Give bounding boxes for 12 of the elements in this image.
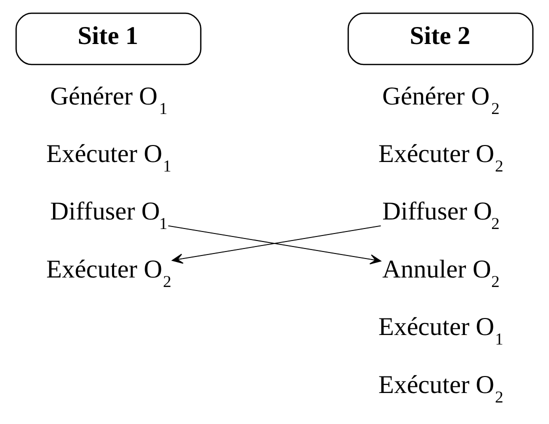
label: Exécuter O$_{1}$ [378, 312, 504, 349]
node-box: Site 1 [15, 12, 202, 66]
label: Exécuter O$_{2}$ [378, 138, 504, 176]
label: Exécuter O$_{2}$ [378, 370, 504, 406]
node-text: Diffuser O$_{1}$ [50, 196, 168, 234]
node-text: Annuler O$_{2}$ [382, 254, 500, 291]
label: Exécuter O$_{1}$ [46, 138, 172, 176]
label: Générer O$_{1}$ [50, 81, 168, 118]
node-text: Diffuser O$_{2}$ [382, 196, 500, 234]
node-text: Exécuter O$_{2}$ [46, 254, 172, 291]
label: Générer O$_{2}$ [382, 81, 500, 118]
node-box: Site 2 [348, 12, 534, 66]
